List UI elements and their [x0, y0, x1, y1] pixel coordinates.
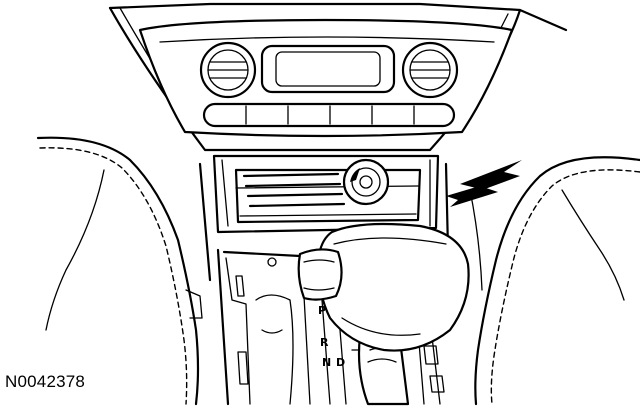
radio-button-strip	[204, 104, 454, 126]
figure-reference-number: N0042378	[5, 372, 86, 391]
radio-display	[262, 46, 394, 92]
gear-letter-r: R	[320, 336, 329, 349]
gear-letter-p: P	[318, 304, 326, 317]
power-point	[344, 160, 388, 204]
right-seat-outline	[470, 157, 640, 404]
gear-letter-n: N	[322, 356, 331, 369]
gear-letter-d: D	[336, 356, 345, 369]
right-control-knob	[403, 43, 457, 97]
gear-shift-knob	[299, 224, 469, 351]
left-seat-outline	[38, 138, 202, 404]
shifter-trim-plate	[218, 250, 444, 404]
left-control-knob	[201, 43, 255, 97]
removal-direction-arrow-icon	[446, 160, 522, 207]
gear-shift-lever	[359, 336, 408, 404]
gear-indicator: P R N D	[318, 304, 345, 369]
